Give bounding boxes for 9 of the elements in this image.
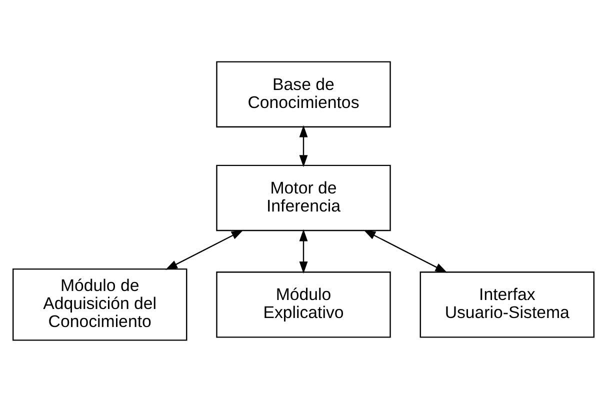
node-box: Motor de Inferencia bbox=[216, 164, 391, 232]
arrow bbox=[299, 125, 308, 168]
arrow bbox=[364, 230, 448, 273]
arrow bbox=[165, 230, 244, 270]
node-box: Interfax Usuario-Sistema bbox=[420, 272, 595, 338]
node-box: Base de Conocimientos bbox=[216, 61, 391, 128]
node-box: Módulo de Adquisición del Conocimiento bbox=[12, 268, 188, 341]
arrow bbox=[299, 229, 308, 274]
node-box: Módulo Explicativo bbox=[216, 272, 391, 338]
